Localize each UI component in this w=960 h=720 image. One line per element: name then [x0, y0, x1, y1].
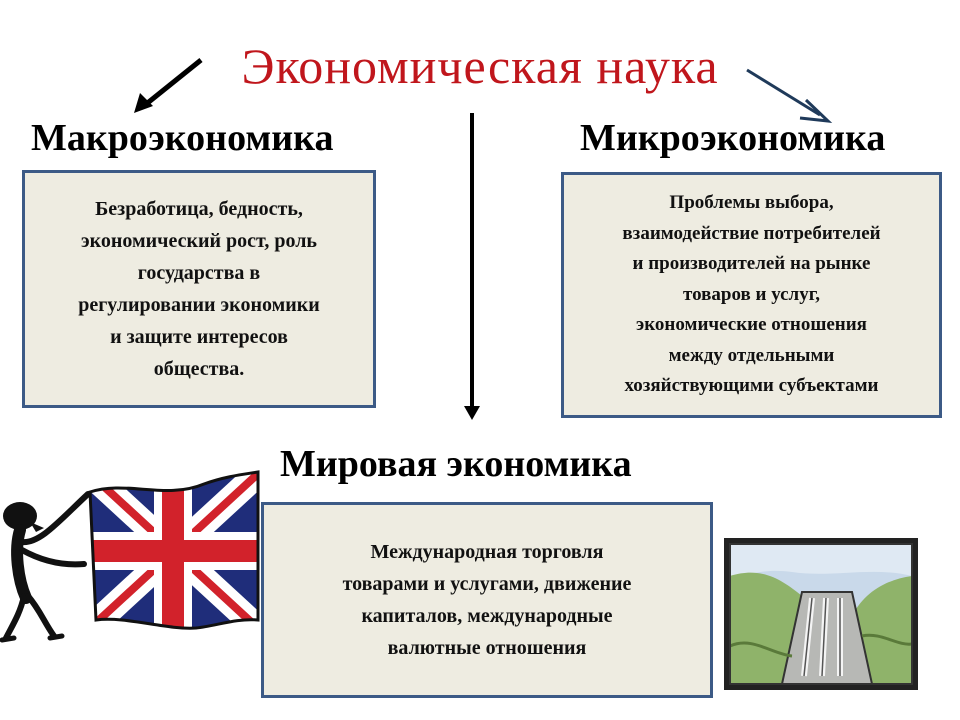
macro-line: и защите интересов [110, 326, 288, 348]
macro-description-box: Безработица, бедность, экономический рос… [22, 170, 376, 408]
world-line: товарами и услугами, движение [342, 573, 632, 595]
world-heading: Мировая экономика [280, 443, 632, 485]
world-line: валютные отношения [387, 637, 587, 659]
dam-picture-icon [724, 538, 918, 690]
micro-description-box: Проблемы выбора, взаимодействие потребит… [561, 172, 942, 418]
macro-line: Безработица, бедность, [95, 198, 303, 220]
british-flag-icon [88, 470, 260, 630]
world-line: Международная торговля [370, 541, 604, 563]
stick-figure-icon [0, 491, 91, 643]
micro-line: и производителей на рынке [632, 253, 871, 275]
micro-line: товаров и услуг, [683, 283, 820, 305]
micro-line: экономические отношения [636, 314, 867, 336]
world-description-box: Международная торговля товарами и услуга… [261, 502, 713, 698]
world-line: капиталов, международные [361, 605, 613, 627]
macro-line: общества. [153, 358, 245, 380]
micro-line: хозяйствующими субъектами [624, 375, 879, 397]
micro-line: взаимодействие потребителей [622, 222, 881, 244]
macro-line: экономический рост, роль [80, 230, 317, 252]
macro-line: регулировании экономики [78, 294, 320, 316]
micro-heading: Микроэкономика [580, 117, 886, 159]
micro-line: между отдельными [668, 344, 835, 366]
micro-line: Проблемы выбора, [669, 192, 834, 214]
diagram-title: Экономическая наука [241, 38, 719, 94]
macro-line: государства в [137, 262, 261, 284]
macro-heading: Макроэкономика [31, 117, 334, 159]
